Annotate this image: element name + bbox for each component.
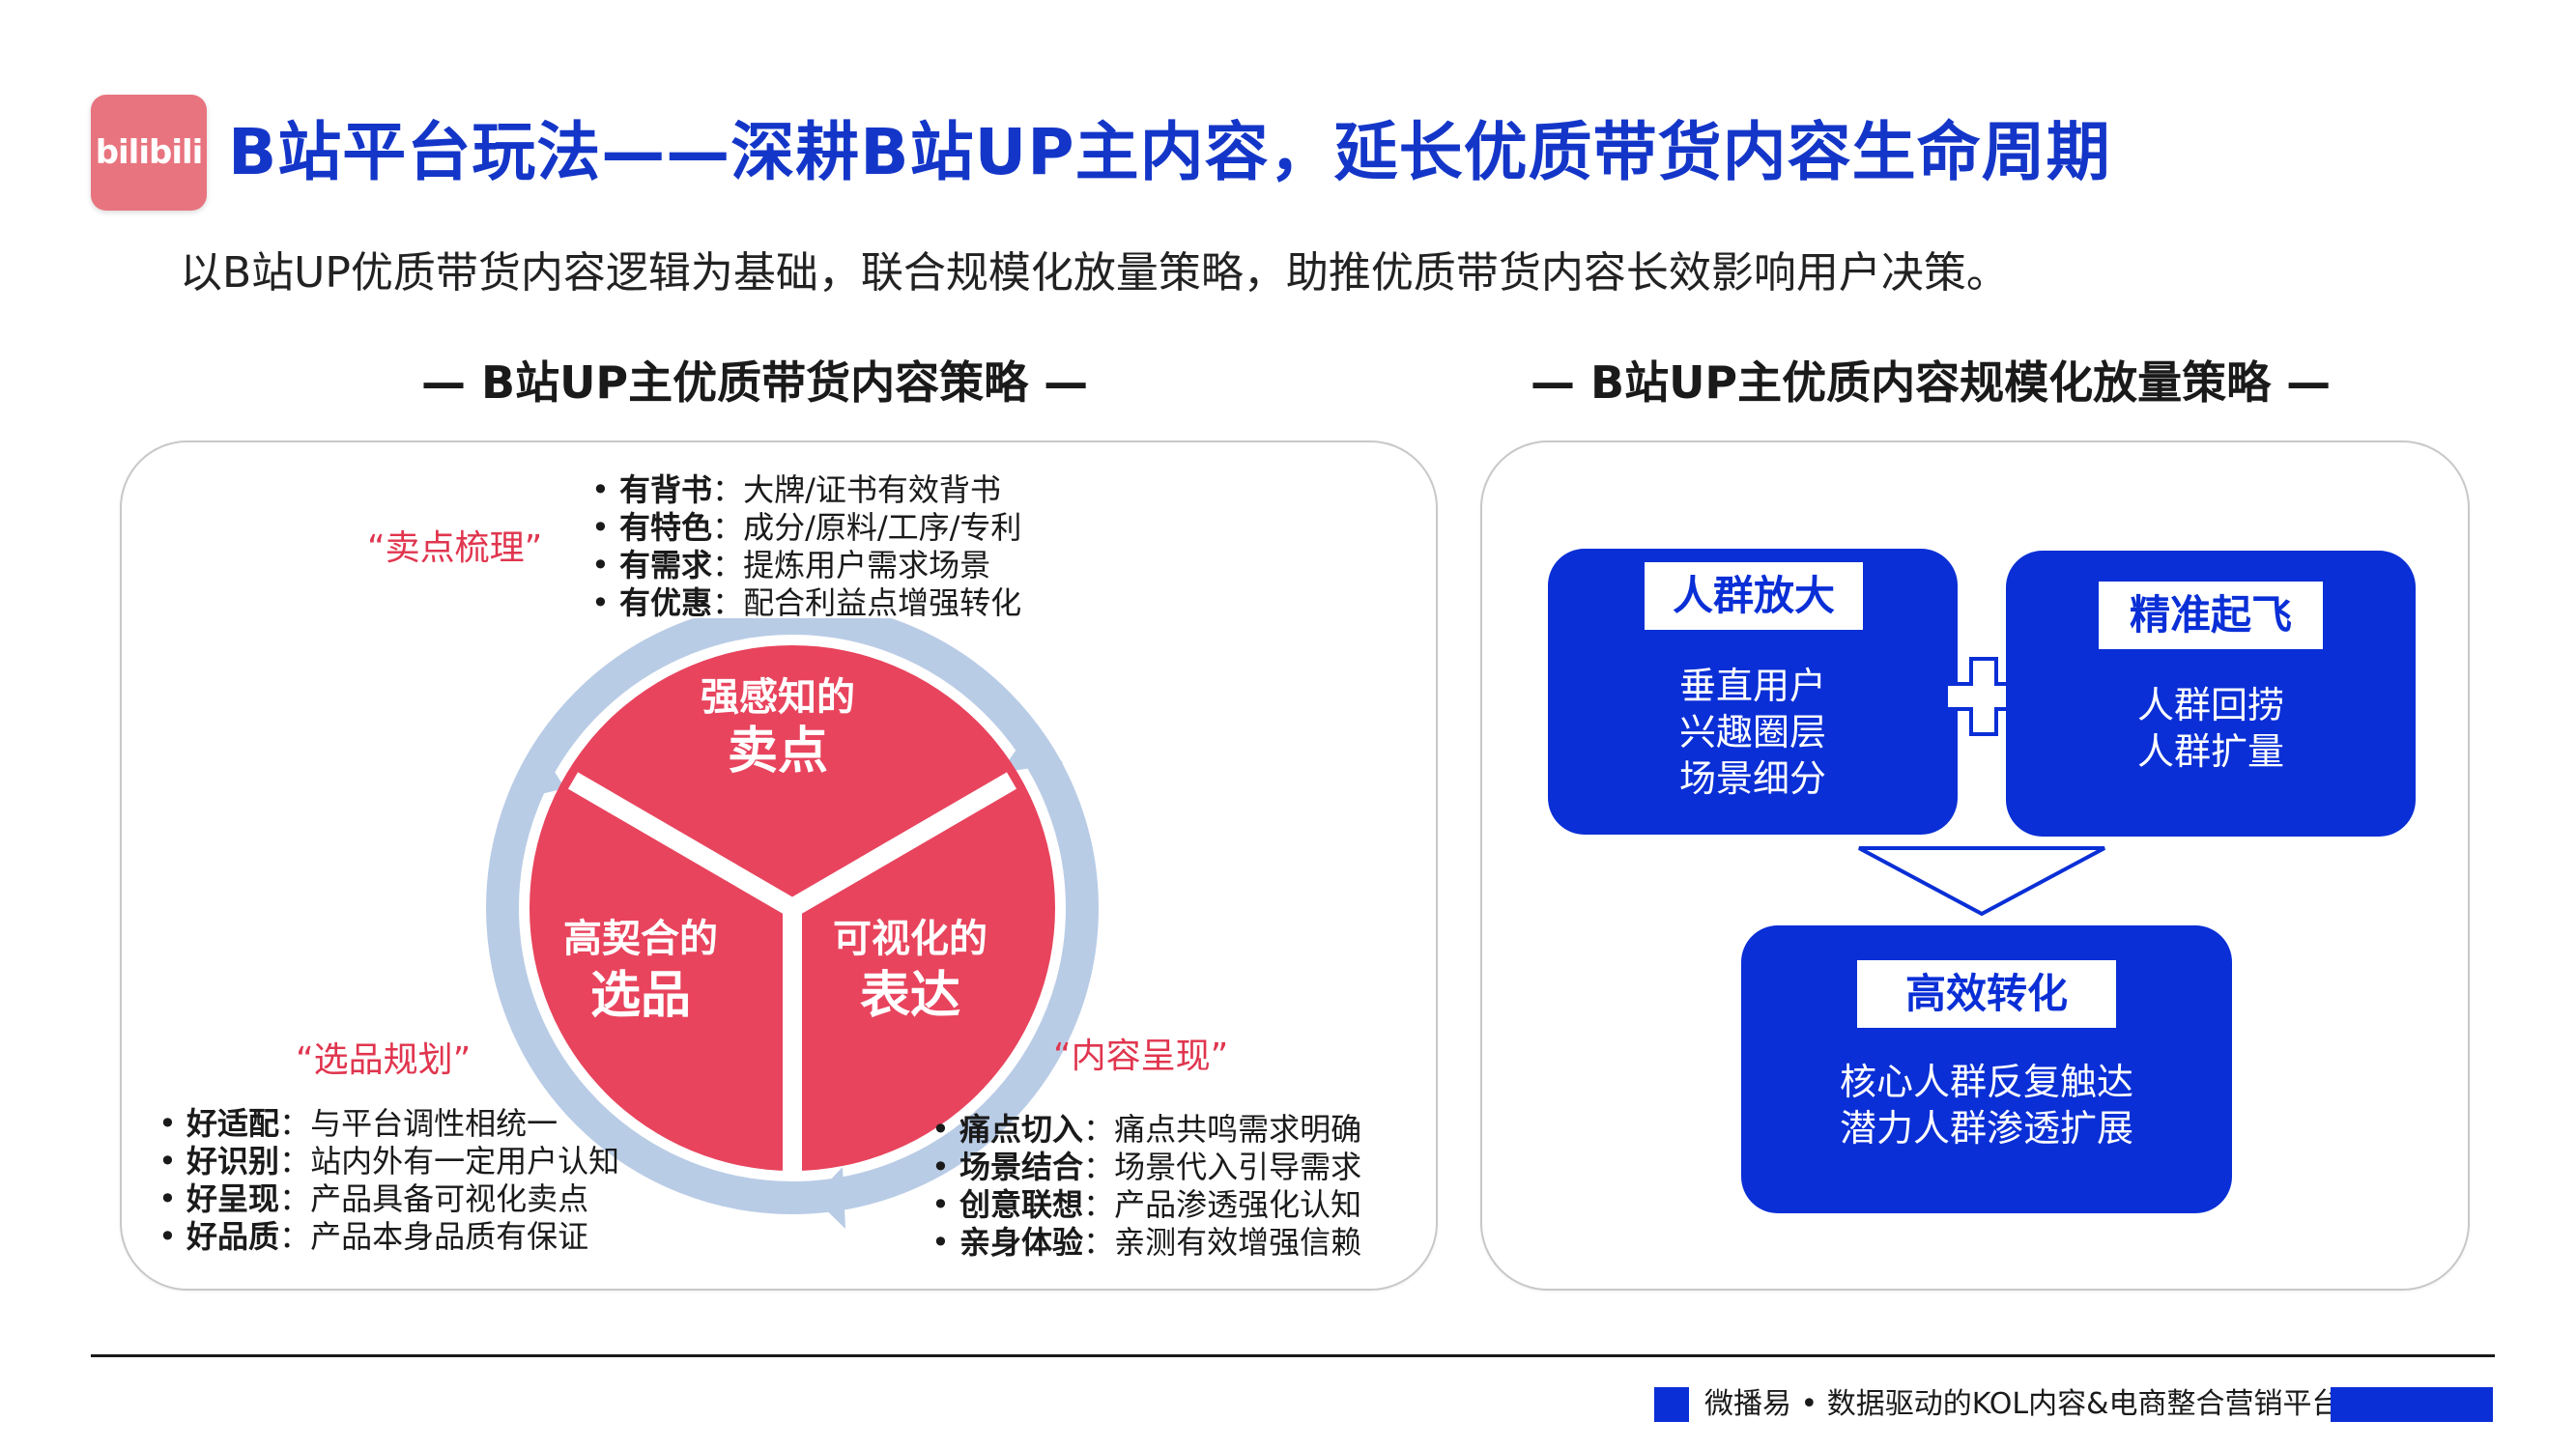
down-triangle-icon (1858, 846, 2105, 917)
box-line: 人群回捞 (2136, 684, 2284, 726)
precision-launch-box: 精准起飞 人群回捞 人群扩量 (2006, 551, 2416, 837)
box-line: 人群扩量 (2136, 730, 2284, 773)
bullet-row: • 有特色：成分/原料/工序/专利 (591, 509, 1022, 546)
quote-selling-point: “卖点梳理” (367, 528, 543, 568)
bullet-row: • 有优惠：配合利益点增强转化 (591, 584, 1022, 621)
bullet-row: • 有背书：大牌/证书有效背书 (591, 471, 1001, 508)
box-line: 场景细分 (1678, 757, 1826, 800)
product-selection-bullets: • 好适配：与平台调性相统一 • 好识别：站内外有一定用户认知 • 好呈现：产品… (158, 1105, 619, 1256)
footer-divider (91, 1354, 2495, 1357)
wheel-divider-right (787, 772, 1017, 917)
box-line: 潜力人群渗透扩展 (1839, 1107, 2133, 1150)
wheel-top-line2: 卖点 (728, 723, 828, 781)
footer-text: 微播易 • 数据驱动的KOL内容&电商整合营销平台 (1704, 1387, 2341, 1421)
content-strategy-wheel: 强感知的 卖点 高契合的 选品 可视化的 表达 (486, 618, 1099, 1229)
bullet-row: • 好适配：与平台调性相统一 (158, 1105, 558, 1142)
footer-bar (2331, 1387, 2493, 1422)
cycle-ring (486, 618, 1099, 1214)
content-presentation-bullets: • 痛点切入：痛点共鸣需求明确 • 场景结合：场景代入引导需求 • 创意联想：产… (931, 1111, 1361, 1262)
precision-launch-label: 精准起飞 (2099, 582, 2323, 649)
efficient-conversion-text: 核心人群反复触达 潜力人群渗透扩展 (1741, 1059, 2232, 1151)
efficient-conversion-label: 高效转化 (1857, 960, 2116, 1028)
bullet-row: • 痛点切入：痛点共鸣需求明确 (931, 1111, 1362, 1148)
box-line: 兴趣圈层 (1678, 711, 1826, 753)
wheel-divider-left (567, 772, 798, 917)
audience-expansion-text: 垂直用户 兴趣圈层 场景细分 (1548, 663, 1958, 802)
right-section-heading: — B站UP主优质内容规模化放量策略 — (1531, 356, 2332, 409)
bullet-row: • 有需求：提炼用户需求场景 (591, 547, 991, 583)
quote-product-selection: “选品规划” (296, 1040, 472, 1080)
wheel-left-line2: 选品 (590, 967, 691, 1025)
audience-expansion-label: 人群放大 (1645, 562, 1863, 630)
bullet-row: • 好呈现：产品具备可视化卖点 (158, 1180, 589, 1217)
plus-icon (1944, 657, 2023, 736)
page-subtitle: 以B站UP优质带货内容逻辑为基础，联合规模化放量策略，助推优质带货内容长效影响用… (180, 248, 2009, 298)
footer-square-icon (1654, 1387, 1689, 1422)
wheel-right-line1: 可视化的 (833, 917, 987, 961)
box-line: 垂直用户 (1678, 665, 1826, 707)
bullet-row: • 场景结合：场景代入引导需求 (931, 1149, 1362, 1185)
bullet-row: • 好品质：产品本身品质有保证 (158, 1218, 589, 1255)
wheel-right-line2: 表达 (860, 967, 960, 1025)
cycle-arrow-bottom-icon (814, 1167, 845, 1229)
bilibili-logo: bilibili (91, 95, 207, 211)
cycle-arrow-right-icon (1000, 724, 1063, 773)
bullet-row: • 亲身体验：亲测有效增强信赖 (931, 1224, 1362, 1261)
logo-text: bilibili (95, 133, 204, 172)
box-line: 核心人群反复触达 (1839, 1061, 2133, 1103)
efficient-conversion-box: 高效转化 核心人群反复触达 潜力人群渗透扩展 (1741, 925, 2232, 1213)
cycle-arrow-left-icon (517, 744, 565, 800)
wheel-left-line1: 高契合的 (563, 917, 718, 961)
left-section-heading: — B站UP主优质带货内容策略 — (421, 356, 1089, 409)
wheel-top-line1: 强感知的 (701, 675, 855, 720)
selling-point-bullets: • 有背书：大牌/证书有效背书 • 有特色：成分/原料/工序/专利 • 有需求：… (591, 471, 1021, 622)
bullet-row: • 创意联想：产品渗透强化认知 (931, 1186, 1362, 1223)
quote-content-presentation: “内容呈现” (1053, 1037, 1229, 1076)
precision-launch-text: 人群回捞 人群扩量 (2006, 682, 2416, 775)
page-title: B站平台玩法——深耕B站UP主内容，延长优质带货内容生命周期 (228, 115, 2111, 189)
audience-expansion-box: 人群放大 垂直用户 兴趣圈层 场景细分 (1548, 549, 1958, 835)
bullet-row: • 好识别：站内外有一定用户认知 (158, 1143, 620, 1179)
